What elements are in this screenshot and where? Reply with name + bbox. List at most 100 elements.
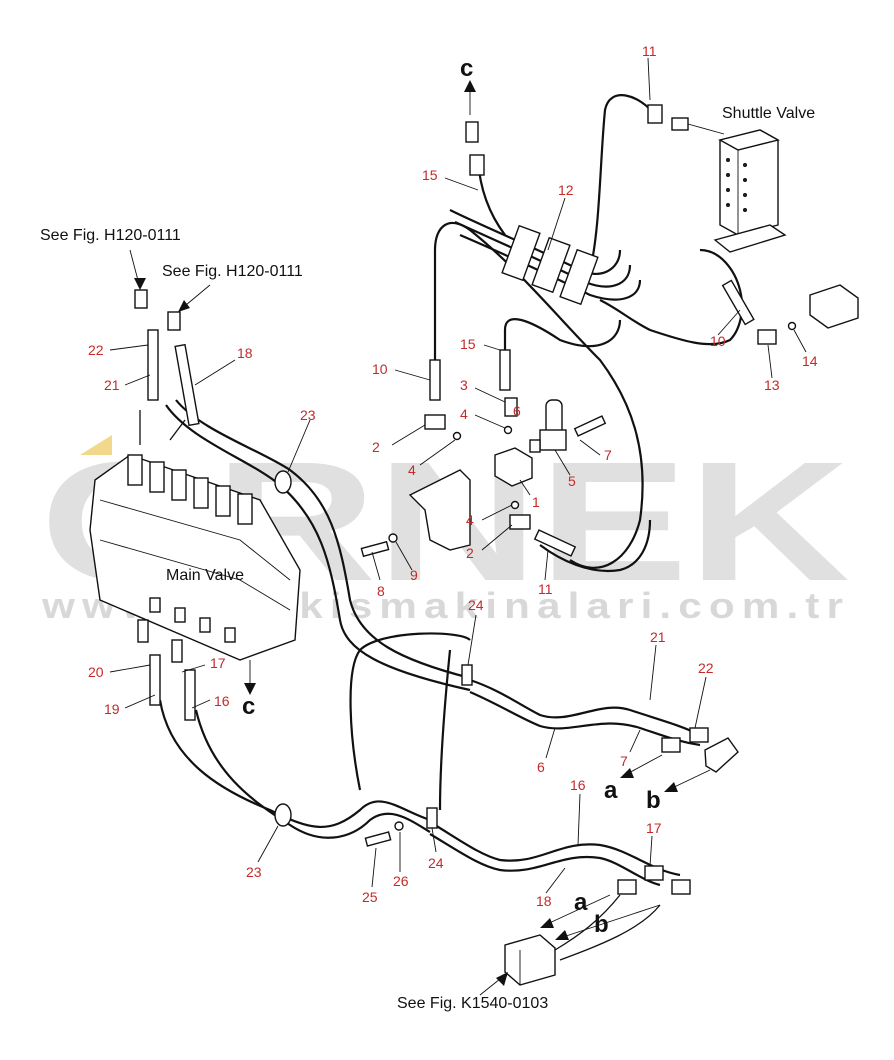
leader-1 [519, 479, 531, 496]
part-number: 24 [428, 855, 444, 871]
part-number: 16 [570, 777, 586, 793]
part-number: 25 [362, 889, 378, 905]
connector-b-upper [704, 737, 739, 773]
clamp-12-b [531, 236, 571, 294]
fitting-2-lower [509, 514, 531, 530]
fitting-17-right [644, 865, 664, 881]
part-number: 18 [536, 893, 552, 909]
oring-14 [787, 321, 797, 331]
hose-end-18-left [174, 343, 200, 427]
arrow-see-fig-1 [134, 278, 146, 290]
leader-19 [124, 694, 156, 709]
fitting-20 [137, 619, 149, 643]
watermark-accent-triangle [80, 435, 112, 455]
port [199, 617, 211, 633]
leader-18-top [194, 359, 236, 386]
leader-16-left [191, 699, 211, 709]
hose-11-top [588, 94, 656, 271]
hose-10-right [599, 248, 744, 346]
oring-4-c [510, 500, 520, 510]
hose-end-11-mid [533, 529, 577, 557]
leader-7-right [629, 729, 641, 753]
hose-11-mid [539, 519, 652, 573]
fitting-left-lower [617, 879, 637, 895]
port [149, 597, 161, 613]
part-number: 10 [710, 333, 726, 349]
leader-10-right [717, 309, 741, 336]
part-number: 4 [466, 512, 474, 528]
leader-5 [554, 449, 571, 476]
clamp-24-bottom [426, 807, 438, 829]
part-number: 16 [214, 693, 230, 709]
shuttle-valve-base [713, 224, 787, 253]
leader-22-left [109, 344, 149, 351]
part-numbers: 11 15 12 22 21 18 23 10 15 3 4 6 2 4 7 5… [88, 43, 818, 909]
leader-2-b [481, 524, 513, 551]
block-14-right [809, 284, 859, 329]
clamp-24-top [461, 664, 473, 686]
leader-13 [767, 344, 773, 379]
part-6 [529, 439, 541, 453]
bolt-25 [364, 831, 392, 847]
fitting-top-left [134, 289, 148, 309]
part-number: 22 [698, 660, 714, 676]
fitting-c-top [465, 121, 479, 143]
leader-11-mid [544, 549, 549, 581]
hose-end-15-mid [499, 349, 511, 391]
port-dot [743, 163, 747, 167]
arrow-a-upper [620, 768, 634, 778]
fitting-17-left [171, 639, 183, 663]
hose-18-right [429, 833, 661, 887]
leader-15-mid [483, 344, 501, 351]
main-valve-bottom-ports [149, 597, 236, 643]
part-number: 1 [532, 494, 540, 510]
leader-b-lower [559, 904, 661, 939]
spool [193, 477, 209, 509]
main-valve-spools [127, 454, 253, 525]
bolt-8 [360, 540, 390, 558]
part-number: 23 [246, 864, 262, 880]
leader-20 [109, 664, 151, 673]
leader-14 [793, 329, 807, 353]
leader-4-a [474, 414, 506, 429]
leaders [109, 57, 807, 996]
part-number: 20 [88, 664, 104, 680]
leader-15-top [444, 177, 479, 191]
hose-21-upper [165, 404, 471, 692]
leader-24-bottom [431, 827, 437, 853]
leader-25 [371, 847, 377, 888]
leader-6-right [545, 727, 556, 759]
hose-end-10-right [721, 279, 755, 326]
hose-end-10-left [429, 359, 441, 401]
hose-end-16-left [184, 669, 196, 721]
part-number: 2 [466, 545, 474, 561]
main-valve [89, 454, 301, 661]
see-fig-label-1: See Fig. H120-0111 [40, 227, 181, 244]
part-number: 7 [604, 447, 612, 463]
leader-23-bottom [257, 825, 279, 863]
part-number: 2 [372, 439, 380, 455]
washer-26 [394, 821, 404, 831]
hose-to-block-b [559, 904, 661, 961]
part-5-base [539, 429, 567, 451]
hose-end-19 [149, 654, 161, 706]
clamp-12-c [559, 248, 599, 306]
leader-4-c [481, 504, 513, 521]
hose-end-21-left [147, 329, 159, 401]
arrow-c-bottom [244, 683, 256, 695]
arrow-b-lower [555, 930, 569, 940]
bracket [408, 469, 471, 551]
part-number: 23 [300, 407, 316, 423]
letter-c-top: c [460, 55, 473, 82]
hose-15-mid [503, 318, 622, 350]
leader-12 [547, 197, 566, 251]
leader-16-right [577, 793, 581, 846]
leader-7-mid [579, 439, 601, 456]
shuttle-valve-label: Shuttle Valve [722, 105, 815, 122]
oring-4-a [452, 431, 462, 441]
hose-loop-a [349, 632, 471, 791]
hose-19-lower [158, 699, 431, 829]
port-dot [726, 203, 730, 207]
part-number: 19 [104, 701, 120, 717]
